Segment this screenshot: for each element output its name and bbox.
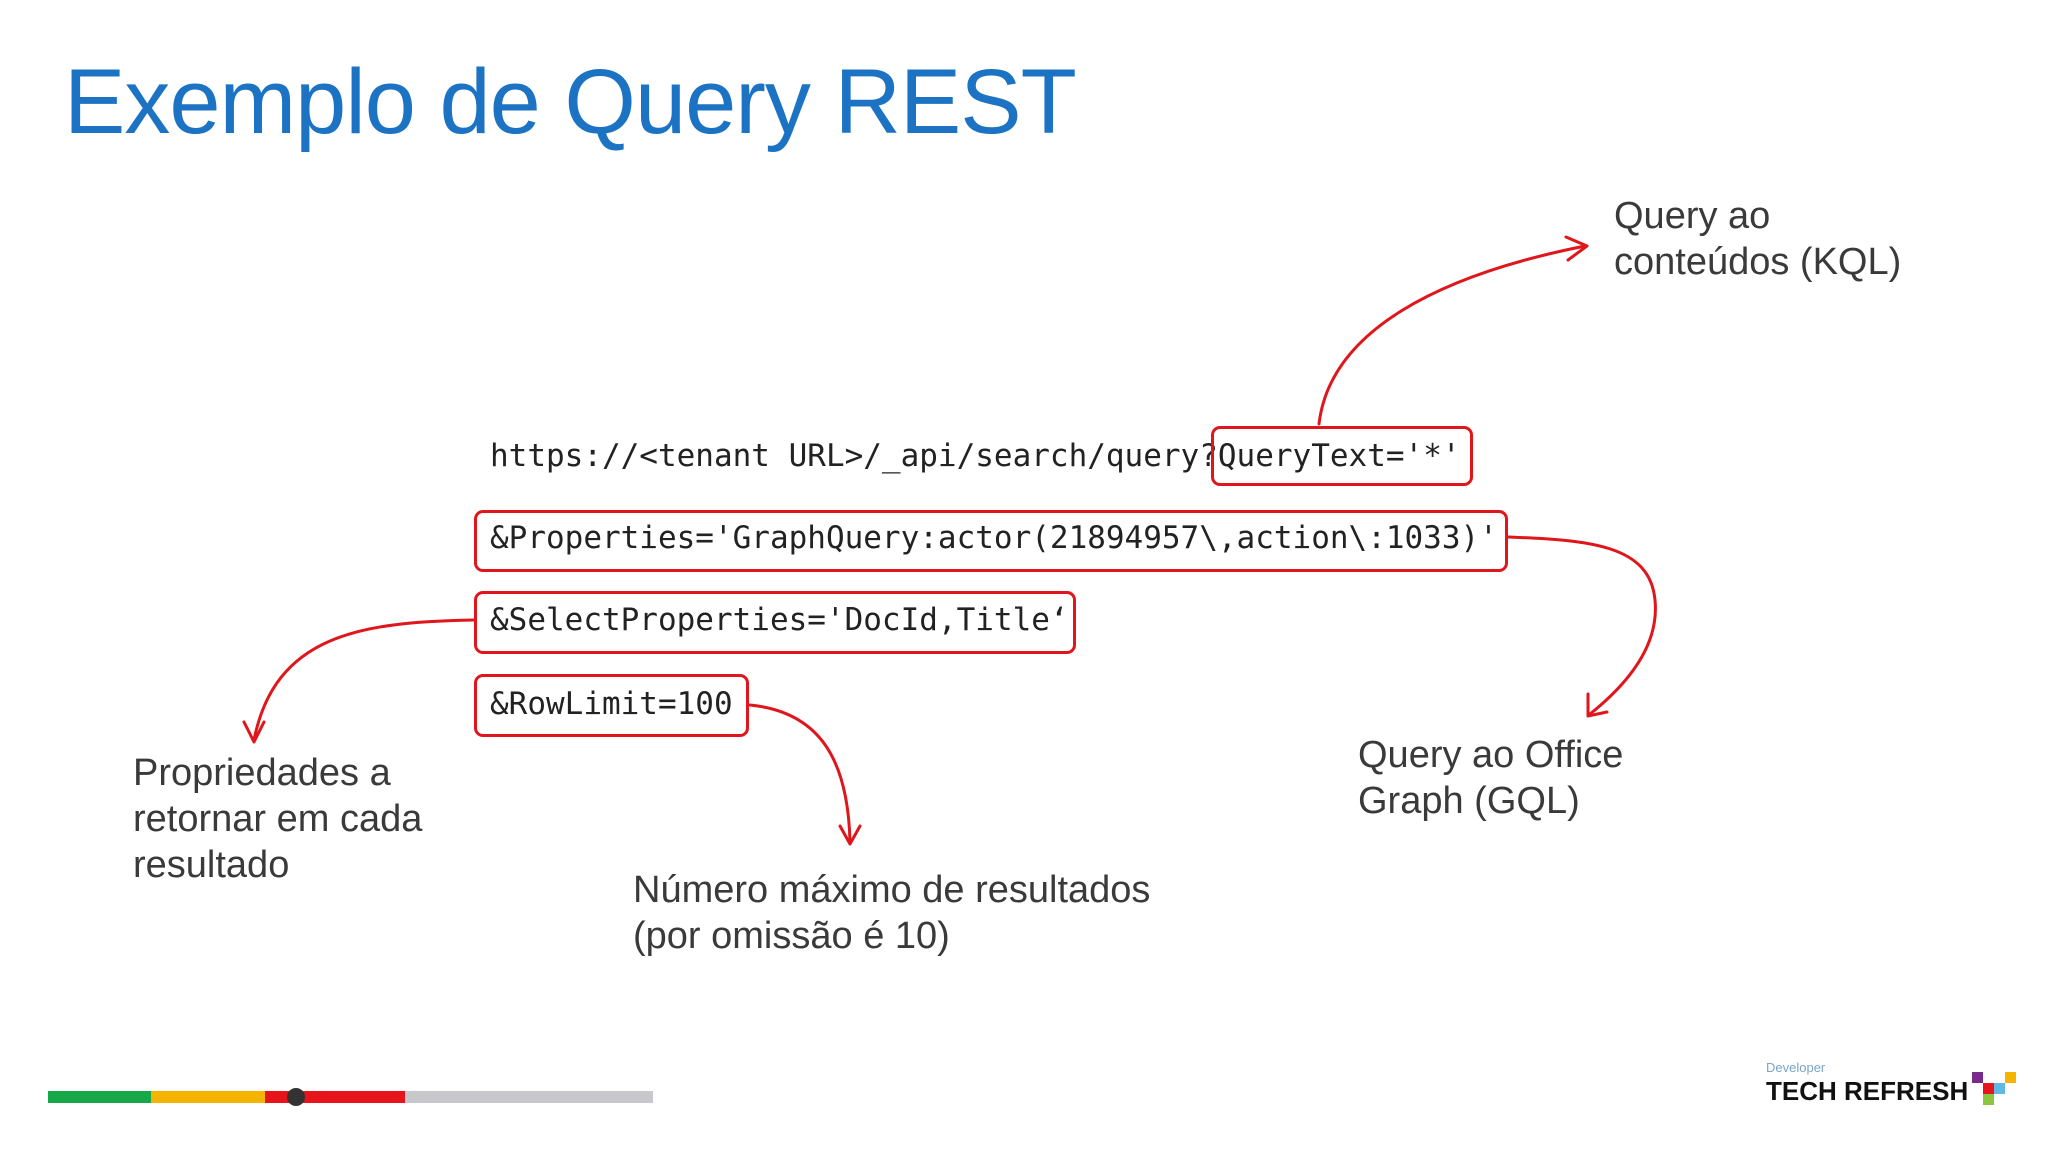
arrow-to-gql: [1506, 535, 1657, 716]
annotation-gql: Query ao Office Graph (GQL): [1358, 732, 1623, 824]
logo-square-blue: [1994, 1083, 2005, 1094]
progress-segment-gray: [405, 1091, 653, 1103]
annotation-select: Propriedades a retornar em cada resultad…: [133, 750, 422, 888]
code-line-properties: &Properties='GraphQuery:actor(21894957\,…: [490, 520, 1498, 556]
arrow-to-rowlimit: [748, 703, 852, 844]
progress-knob[interactable]: [287, 1088, 306, 1106]
annotation-select-line-2: retornar em cada: [133, 798, 423, 840]
arrow-to-select-head: [242, 720, 266, 744]
slide-title: Exemplo de Query REST: [64, 51, 1077, 153]
annotation-kql: Query ao conteúdos (KQL): [1614, 193, 1901, 285]
annotation-rowlimit-line-2: (por omissão é 10): [633, 915, 950, 957]
annotation-kql-line-1: Query ao: [1614, 195, 1771, 237]
arrow-to-kql: [1317, 244, 1587, 426]
annotation-gql-line-1: Query ao Office: [1358, 734, 1624, 776]
code-url-prefix: https://<tenant URL>/_api/search/query?: [490, 438, 1218, 474]
annotation-kql-line-2: conteúdos (KQL): [1614, 241, 1902, 283]
arrow-to-kql-head: [1564, 235, 1589, 262]
selectproperties-highlight-box: [474, 591, 1076, 654]
annotation-rowlimit-line-1: Número máximo de resultados: [633, 869, 1151, 911]
rowlimit-highlight-box: [474, 674, 749, 737]
progress-segment-green: [48, 1091, 151, 1103]
logo-square-red: [1983, 1083, 1994, 1094]
code-line-selectproperties: &SelectProperties='DocId,Title‘: [490, 602, 1069, 638]
properties-highlight-box: [474, 510, 1508, 572]
logo-developer-text: Developer: [1766, 1060, 1826, 1075]
code-querytext: QueryText='*': [1217, 438, 1461, 474]
arrow-to-select: [252, 618, 476, 742]
progress-segment-yellow: [151, 1091, 265, 1103]
logo-square-purple: [1972, 1072, 1983, 1083]
logo-square-green: [1983, 1094, 1994, 1105]
logo-tech-refresh-text: TECH REFRESH: [1766, 1076, 1969, 1106]
code-line-rowlimit: &RowLimit=100: [490, 686, 733, 722]
annotation-gql-line-2: Graph (GQL): [1358, 780, 1580, 822]
tech-refresh-logo: Developer TECH REFRESH: [1766, 1060, 2016, 1120]
querytext-highlight-box: [1211, 426, 1473, 486]
code-line-1: https://<tenant URL>/_api/search/query?Q…: [490, 438, 1461, 474]
annotation-rowlimit: Número máximo de resultados (por omissão…: [633, 867, 1150, 959]
annotation-select-line-1: Propriedades a: [133, 752, 391, 794]
logo-square-yellow: [2005, 1072, 2016, 1083]
progress-segment-red: [265, 1091, 405, 1103]
arrow-to-rowlimit-head: [838, 824, 862, 846]
annotation-select-line-3: resultado: [133, 844, 290, 886]
slide-progress-bar[interactable]: [48, 1088, 653, 1106]
arrow-to-gql-head: [1586, 692, 1609, 718]
